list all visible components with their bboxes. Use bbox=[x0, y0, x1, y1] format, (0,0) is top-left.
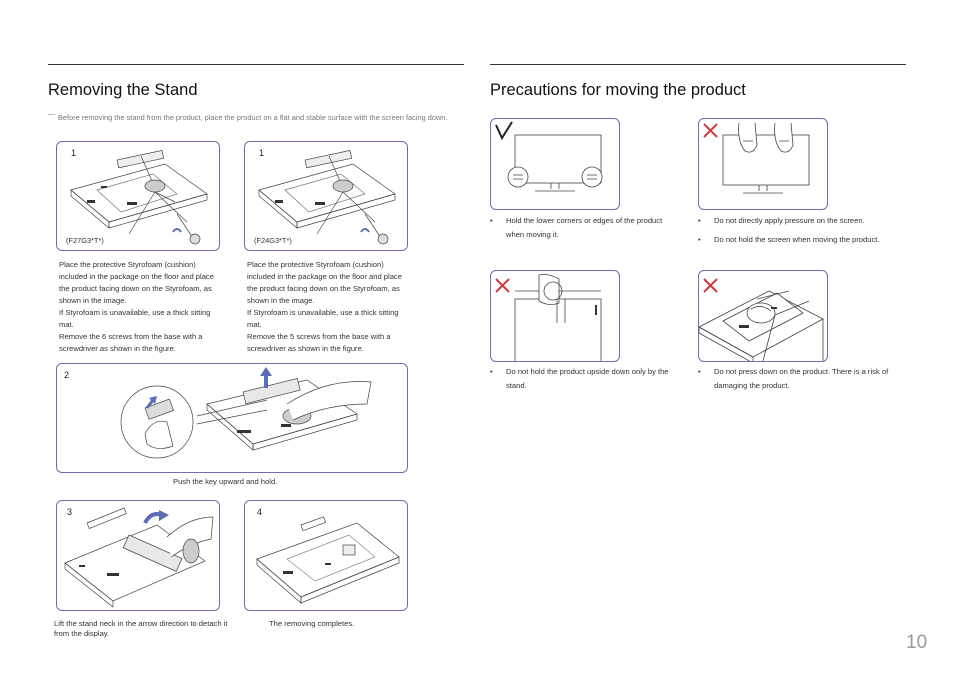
bullet-dot-icon: • bbox=[490, 216, 493, 225]
step1-f27-figure: 1 (F27G3*T*) bbox=[56, 141, 220, 251]
cross-icon bbox=[703, 278, 718, 293]
monitor-facedown-screws-illustration bbox=[258, 150, 396, 245]
step3-number: 3 bbox=[67, 507, 73, 517]
monitor-facedown-screws-illustration bbox=[70, 150, 208, 245]
step3-description: Lift the stand neck in the arrow directi… bbox=[54, 619, 228, 638]
step1-f27-description: Place the protective Styrofoam (cushion)… bbox=[59, 260, 214, 353]
bullet-dot-icon: • bbox=[698, 235, 701, 244]
push-key-illustration bbox=[120, 367, 372, 459]
bullet-dot-icon: • bbox=[698, 216, 701, 225]
step4-figure: 4 bbox=[244, 500, 408, 611]
monitor-without-stand-illustration bbox=[256, 516, 400, 604]
step1-f24-description: Place the protective Styrofoam (cushion)… bbox=[247, 260, 402, 353]
step2-number: 2 bbox=[64, 370, 70, 380]
section-title-precautions: Precautions for moving the product bbox=[490, 81, 746, 99]
step3-figure: 3 bbox=[56, 500, 220, 611]
step4-number: 4 bbox=[257, 507, 263, 517]
step1-f27-model: (F27G3*T*) bbox=[66, 236, 104, 245]
step1-f24-figure: 1 (F24G3*T*) bbox=[244, 141, 408, 251]
stand-removal-note: — Before removing the stand from the pro… bbox=[48, 109, 448, 122]
precaution3-figure bbox=[490, 270, 620, 362]
cross-icon bbox=[703, 123, 718, 138]
step1-f27-number: 1 bbox=[71, 148, 77, 158]
upside-down-by-stand-illustration bbox=[495, 274, 602, 361]
step2-description: Push the key upward and hold. bbox=[173, 477, 278, 486]
cross-icon bbox=[495, 278, 510, 293]
precaution1-bullet: • Hold the lower corners or edges of the… bbox=[490, 216, 663, 239]
pressing-down-product-illustration bbox=[699, 278, 824, 361]
precaution1-figure bbox=[490, 118, 620, 210]
note-dash-icon: — bbox=[48, 109, 56, 118]
precaution4-bullet: • Do not press down on the product. Ther… bbox=[698, 367, 889, 390]
precaution2-bullet1: • Do not directly apply pressure on the … bbox=[698, 214, 898, 228]
check-icon bbox=[495, 121, 513, 141]
step1-f24-model: (F24G3*T*) bbox=[254, 236, 292, 245]
hold-lower-corners-illustration bbox=[495, 121, 603, 192]
left-top-rule bbox=[48, 64, 464, 65]
lift-stand-neck-illustration bbox=[64, 507, 214, 608]
bullet-dot-icon: • bbox=[490, 367, 493, 376]
step1-f24-number: 1 bbox=[259, 148, 265, 158]
section-title-removing-stand: Removing the Stand bbox=[48, 81, 198, 99]
right-top-rule bbox=[490, 64, 906, 65]
bullet-dot-icon: • bbox=[698, 367, 701, 376]
pressing-screen-illustration bbox=[703, 122, 810, 194]
step2-figure: 2 bbox=[56, 363, 408, 473]
precaution2-bullet2: • Do not hold the screen when moving the… bbox=[698, 233, 884, 247]
precaution4-figure bbox=[698, 270, 828, 362]
precaution2-figure bbox=[698, 118, 828, 210]
step4-description: The removing completes. bbox=[269, 619, 355, 628]
page-number: 10 bbox=[906, 632, 928, 653]
precaution3-bullet: • Do not hold the product upside down on… bbox=[490, 367, 669, 390]
